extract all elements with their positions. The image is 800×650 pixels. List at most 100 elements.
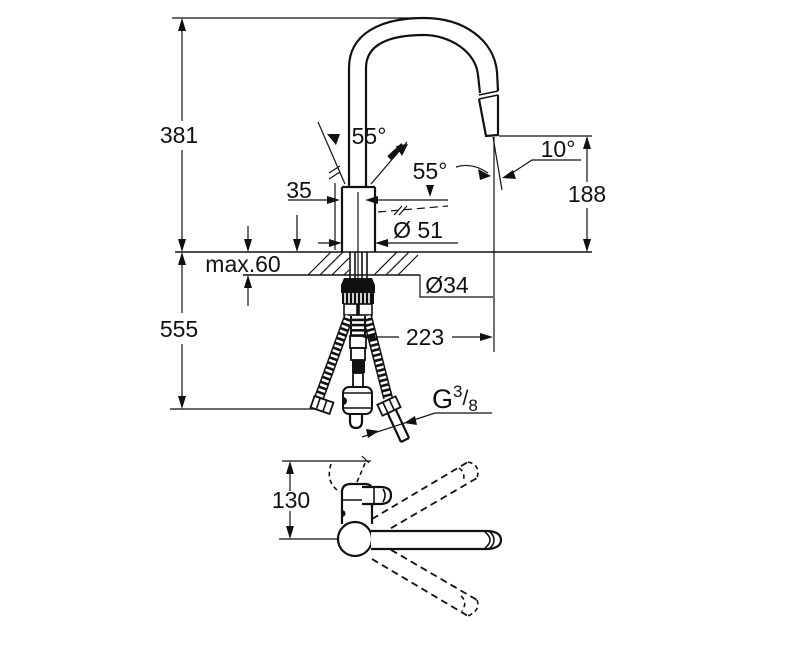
hose-weight [342,386,373,415]
arrowhead-up [244,275,252,288]
riser-tube [347,68,368,187]
dashed-head-joint [460,595,466,612]
dim-text-223: 223 [406,324,444,350]
arrowhead-down [583,239,591,252]
swivel-position-lower [371,543,479,617]
arrowhead-lower [366,429,379,438]
hose-black-sleeve [352,360,365,373]
dimension-35: 35 [286,177,448,204]
supply-hose-left [314,314,354,400]
head-joint-arcs [484,530,495,550]
dim-text-55-second: 55° [413,158,448,184]
dim-text-188: 188 [568,181,606,207]
dimension-10deg: 10° [502,136,581,179]
counter-hatching [307,251,419,276]
fitting-body [376,395,402,417]
dim-text-555: 555 [160,316,198,342]
thread-divider: / [462,387,468,410]
braid-texture [315,314,353,400]
hose-fitting-right [376,395,402,417]
lever-line-left [317,121,346,185]
thread-denominator: 8 [468,396,477,415]
leader-10deg [505,159,581,178]
faucet-outline [334,16,500,330]
fitting-bands [315,397,328,412]
top-view-body [328,455,393,558]
top-view-spout [371,529,503,551]
lever-grip [362,485,393,506]
thread-g: G [432,384,453,414]
handle-swing-arc-dashed [328,463,341,493]
arrowhead-up [178,252,186,265]
thread-numerator: 3 [453,382,462,401]
arrowhead-right [329,239,342,247]
dim-text-o34: Ø34 [425,272,469,298]
spout-arc-outer [347,16,500,92]
dashed-tube-cap [467,461,479,479]
dim-text-55-first: 55° [352,123,387,149]
callout-hole-diameter: Ø34 [419,272,493,298]
dim-text-o51: Ø 51 [393,217,443,243]
hose-nut-left [343,303,358,316]
arc-55b [455,164,489,174]
label-shelf [419,275,493,298]
knurl-stripes [344,293,370,304]
weight-detail-lines [344,392,371,409]
front-view: 381 555 max.60 Ø34 [160,16,606,443]
fitting-body [309,394,335,416]
spout-arc-inner [364,33,482,94]
dimension-381: 381 [160,18,198,252]
swivel-position-upper [371,461,479,535]
dim-text-10deg: 10° [541,136,576,162]
arrowhead-left [365,196,378,204]
leader-thread [361,412,492,438]
mounting-nut [341,278,375,293]
arrowhead-55-right [396,144,408,156]
arrowhead-up [286,461,294,474]
tube-end-cap [487,529,503,551]
dashed-tube-cap [467,599,479,617]
dim-text-35: 35 [286,177,312,203]
swivel-joint-circle [336,520,374,558]
dimension-130: 130 [272,460,371,540]
arrowhead-right [480,333,493,341]
handle-raised-tick [361,455,370,464]
supply-hose-right [362,314,393,400]
dim-text-381: 381 [160,122,198,148]
arrowhead-right [327,196,340,204]
spray-head-joint [478,90,499,100]
threaded-shank [349,252,368,278]
dimension-o51: Ø 51 [318,217,458,247]
dashed-tube-edges [371,543,478,617]
arrowhead-up [178,18,186,31]
supply-tube-end [387,409,410,443]
knurl-base [342,293,374,304]
fitting-bands [382,398,395,414]
hose-fitting-left [309,394,335,416]
arrowhead-up [583,136,591,149]
lever-horizontal-ticks [393,205,408,216]
tube-fill [371,532,493,548]
hose-narrow-tube [352,372,364,388]
dashed-head-joint [458,467,465,483]
braid-texture [363,315,392,399]
arrowhead-55b-right [478,169,491,180]
dashed-tube-edges [371,461,478,535]
under-counter-assembly [309,252,410,443]
stream-angled-line [492,136,503,191]
lever-line-horizontal-dashed [377,205,449,213]
counter-pointer-arrowhead [293,239,301,252]
arrowhead-down [178,396,186,409]
arrowhead-down [244,239,252,252]
tube-edges [371,529,488,551]
dim-text-130: 130 [272,487,310,513]
hose-connector [349,335,367,349]
pullout-spray-head [477,95,500,138]
handle-raised-dashed [356,460,367,483]
dimension-223: 223 [362,324,493,350]
thread-label: G3/8 [432,382,478,415]
dimension-555: 555 [160,252,198,409]
arrowhead-55b-down [426,185,434,197]
